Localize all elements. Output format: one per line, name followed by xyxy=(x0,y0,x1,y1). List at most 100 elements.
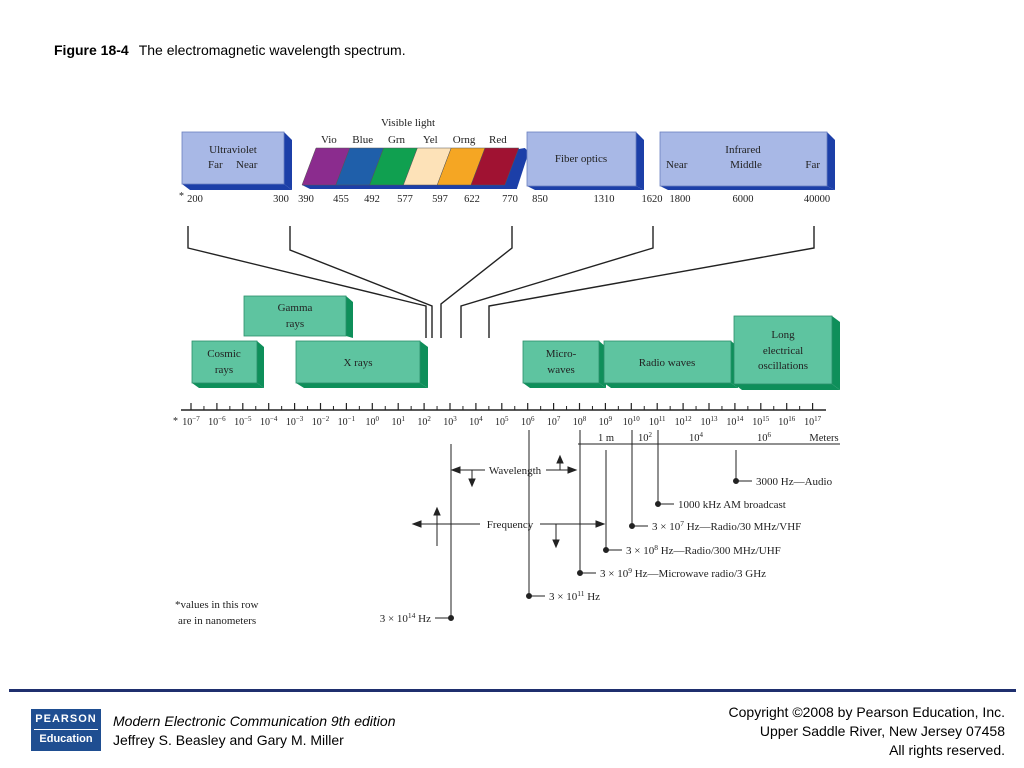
cosmic-line2: rays xyxy=(215,364,233,376)
freq-tick-label: 10−4 xyxy=(260,415,278,428)
freq-tick-label: 100 xyxy=(366,415,380,428)
frequency-label: Frequency xyxy=(487,519,534,531)
meters-1m: 1 m xyxy=(598,433,614,444)
freq-tick-label: 1011 xyxy=(649,415,666,428)
micro-line1: Micro- xyxy=(546,348,577,360)
nm-value: 6000 xyxy=(733,194,754,205)
connector-ir xyxy=(488,226,815,338)
freq-tick-label: 108 xyxy=(573,415,587,428)
freq-tick-label: 10−7 xyxy=(182,415,200,428)
freq-tick-label: 107 xyxy=(547,415,561,428)
xrays-label: X rays xyxy=(343,357,372,369)
ultraviolet-near: Near xyxy=(236,159,258,171)
freq-tick-label: 10−1 xyxy=(338,415,356,428)
drop-lines xyxy=(450,430,737,618)
ultraviolet-title: Ultraviolet xyxy=(209,144,257,156)
nm-value: 577 xyxy=(397,194,413,205)
micro-line2: waves xyxy=(547,364,575,376)
freq-tick-label: 1010 xyxy=(623,415,641,428)
callout-vhf: 3 × 107 Hz—Radio/30 MHz/VHF xyxy=(652,519,801,533)
gamma-line1: Gamma xyxy=(278,302,313,314)
microwaves-box: Micro- waves xyxy=(522,340,606,388)
nm-value: 1620 xyxy=(642,194,663,205)
nm-value: 850 xyxy=(532,194,548,205)
axis-ticks xyxy=(190,403,814,410)
freq-tick-label: 1015 xyxy=(752,415,770,428)
figure-label: Figure 18-4 xyxy=(54,42,129,58)
freq-tick-label: 1013 xyxy=(701,415,719,428)
freq-tick-label: 109 xyxy=(599,415,613,428)
callout-audio: 3000 Hz—Audio xyxy=(756,476,833,488)
callout-uhf: 3 × 108 Hz—Radio/300 MHz/UHF xyxy=(626,543,781,557)
connector-fiber xyxy=(460,226,654,338)
pearson-logo: PEARSON Education xyxy=(31,709,101,751)
freq-tick-label: 1016 xyxy=(778,415,796,428)
note-line2: are in nanometers xyxy=(178,615,256,627)
freq-tick-label: 1017 xyxy=(804,415,822,428)
fiber-optics-title: Fiber optics xyxy=(555,153,607,165)
nm-value: 770 xyxy=(502,194,518,205)
note-line1: *values in this row xyxy=(175,599,258,611)
callout-light: 3 × 1014 Hz xyxy=(380,611,431,625)
freq-tick-label: 102 xyxy=(417,415,431,428)
cosmic-box: Cosmic rays xyxy=(191,340,264,388)
light-band-label: Yel xyxy=(423,134,438,146)
long-oscillations-box: Long electrical oscillations xyxy=(733,315,840,390)
light-band-label: Orng xyxy=(453,134,476,146)
freq-tick-label: 101 xyxy=(391,415,405,428)
wavelength-label: Wavelength xyxy=(489,465,542,477)
nm-value: 492 xyxy=(364,194,380,205)
callout-microwave: 3 × 109 Hz—Microwave radio/3 GHz xyxy=(600,566,766,580)
light-band-label: Grn xyxy=(388,134,406,146)
freq-tick-label: 10−3 xyxy=(286,415,304,428)
freq-tick-label: 103 xyxy=(443,415,457,428)
infrared-near: Near xyxy=(666,159,688,171)
cosmic-line1: Cosmic xyxy=(207,348,241,360)
freq-tick-label: 106 xyxy=(521,415,535,428)
long-line1: Long xyxy=(771,329,795,341)
callouts xyxy=(435,478,752,621)
light-band-red xyxy=(470,147,520,186)
logo-bottom-text: Education xyxy=(39,733,93,745)
connector-uv xyxy=(187,226,427,338)
freq-tick-label: 10−5 xyxy=(234,415,252,428)
nm-value: 1310 xyxy=(594,194,615,205)
meters-unit: Meters xyxy=(809,433,838,444)
wavelength-arrow xyxy=(450,454,578,488)
infrared-middle: Middle xyxy=(730,159,762,171)
long-line3: oscillations xyxy=(758,360,808,372)
fiber-optics-box: Fiber optics xyxy=(526,131,644,190)
nm-value: 597 xyxy=(432,194,448,205)
nm-value: 1800 xyxy=(670,194,691,205)
copyright-line2: Upper Saddle River, New Jersey 07458 xyxy=(759,723,1005,739)
copyright-line1: Copyright ©2008 by Pearson Education, In… xyxy=(728,704,1005,720)
meters-1e6: 106 xyxy=(757,431,772,444)
callout-ehf: 3 × 1011 Hz xyxy=(549,589,600,603)
nm-value: 390 xyxy=(298,194,314,205)
logo-divider xyxy=(34,729,98,730)
footer-rule xyxy=(9,689,1016,692)
nm-value: 40000 xyxy=(804,194,830,205)
logo-top-text: PEARSON xyxy=(35,713,97,725)
copyright-line3: All rights reserved. xyxy=(889,742,1005,758)
frequency-arrow xyxy=(411,506,606,549)
book-title: Modern Electronic Communication 9th edit… xyxy=(113,713,396,729)
infrared-far: Far xyxy=(805,159,820,171)
connector-vis-right xyxy=(440,226,513,338)
visible-light-heading: Visible light xyxy=(381,117,435,129)
radio-waves-label: Radio waves xyxy=(639,357,696,369)
light-band-label: Red xyxy=(489,134,507,146)
nm-value: 622 xyxy=(464,194,480,205)
freq-tick-label: 1014 xyxy=(726,415,744,428)
figure-title: The electromagnetic wavelength spectrum. xyxy=(138,42,406,58)
copyright-block: Copyright ©2008 by Pearson Education, In… xyxy=(729,703,1005,760)
freq-tick-label: 104 xyxy=(469,415,483,428)
nm-value: 455 xyxy=(333,194,349,205)
light-band-label: Blue xyxy=(352,134,373,146)
nm-value: 300 xyxy=(273,194,289,205)
gamma-line2: rays xyxy=(286,318,304,330)
